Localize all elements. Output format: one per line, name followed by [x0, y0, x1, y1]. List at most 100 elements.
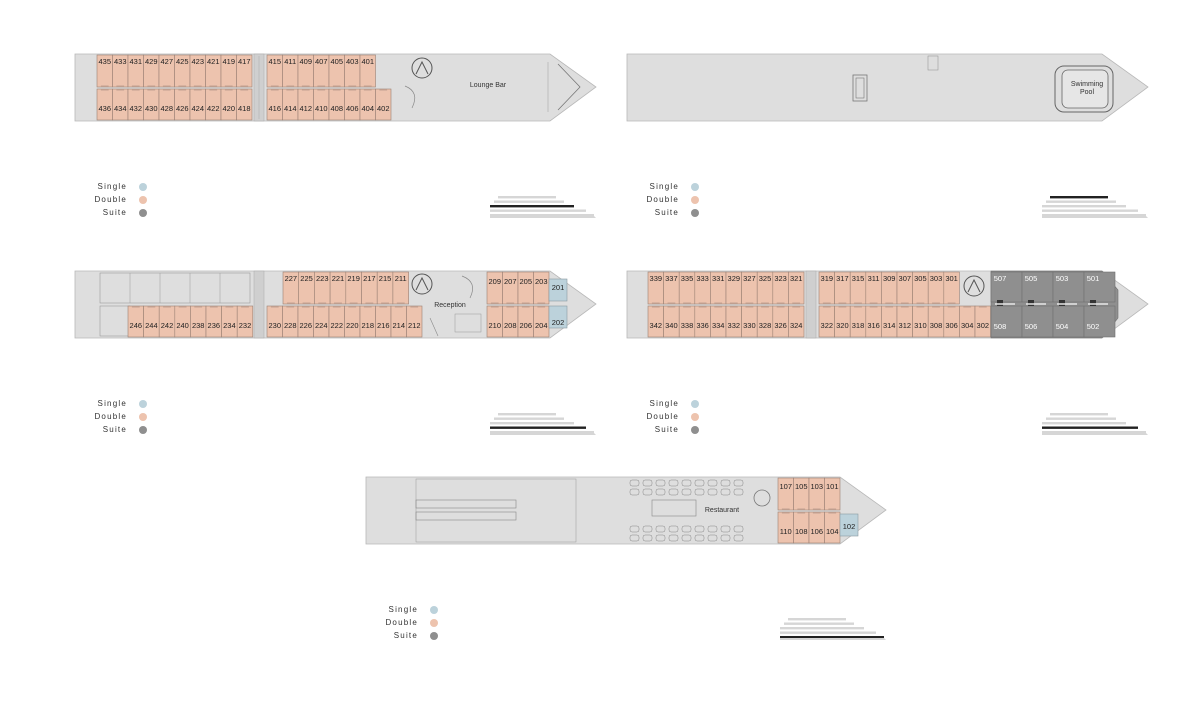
- cabin-407[interactable]: 407: [313, 54, 330, 88]
- cabin-432[interactable]: 432: [127, 88, 144, 121]
- cabin-342[interactable]: 342: [647, 305, 664, 338]
- cabin-217[interactable]: 217: [361, 271, 378, 305]
- cabin-310[interactable]: 310: [912, 305, 929, 338]
- cabin-221[interactable]: 221: [329, 271, 347, 305]
- cabin-312[interactable]: 312: [896, 305, 913, 338]
- cabin-219[interactable]: 219: [345, 271, 362, 305]
- cabin-331[interactable]: 331: [710, 271, 727, 305]
- cabin-426[interactable]: 426: [174, 88, 191, 121]
- cabin-430[interactable]: 430: [143, 88, 160, 121]
- cabin-328[interactable]: 328: [756, 305, 774, 338]
- suite-501[interactable]: 501: [1083, 271, 1116, 303]
- cabin-323[interactable]: 323: [772, 271, 789, 305]
- cabin-418[interactable]: 418: [236, 88, 253, 121]
- cabin-421[interactable]: 421: [205, 54, 222, 88]
- cabin-434[interactable]: 434: [112, 88, 129, 121]
- cabin-329[interactable]: 329: [725, 271, 742, 305]
- suite-502[interactable]: 502: [1083, 300, 1116, 338]
- cabin-224[interactable]: 224: [313, 305, 330, 338]
- cabin-319[interactable]: 319: [818, 271, 835, 305]
- cabin-215[interactable]: 215: [376, 271, 394, 305]
- cabin-216[interactable]: 216: [375, 305, 392, 338]
- cabin-325[interactable]: 325: [756, 271, 774, 305]
- cabin-333[interactable]: 333: [694, 271, 711, 305]
- cabin-324[interactable]: 324: [788, 305, 805, 338]
- cabin-308[interactable]: 308: [927, 305, 945, 338]
- cabin-427[interactable]: 427: [158, 54, 175, 88]
- cabin-223[interactable]: 223: [314, 271, 331, 305]
- cabin-242[interactable]: 242: [158, 305, 176, 338]
- cabin-108[interactable]: 108: [793, 511, 810, 544]
- cabin-238[interactable]: 238: [190, 305, 207, 338]
- cabin-301[interactable]: 301: [943, 271, 960, 305]
- cabin-316[interactable]: 316: [865, 305, 882, 338]
- cabin-232[interactable]: 232: [236, 305, 254, 338]
- cabin-433[interactable]: 433: [112, 54, 129, 88]
- cabin-102[interactable]: 102: [839, 513, 859, 537]
- cabin-225[interactable]: 225: [298, 271, 315, 305]
- cabin-309[interactable]: 309: [881, 271, 898, 305]
- cabin-321[interactable]: 321: [788, 271, 805, 305]
- cabin-307[interactable]: 307: [896, 271, 913, 305]
- suite-503[interactable]: 503: [1052, 271, 1085, 303]
- cabin-101[interactable]: 101: [824, 477, 841, 511]
- cabin-414[interactable]: 414: [282, 88, 299, 121]
- cabin-318[interactable]: 318: [849, 305, 867, 338]
- cabin-409[interactable]: 409: [297, 54, 314, 88]
- cabin-206[interactable]: 206: [517, 305, 534, 338]
- cabin-404[interactable]: 404: [359, 88, 376, 121]
- cabin-339[interactable]: 339: [647, 271, 664, 305]
- cabin-332[interactable]: 332: [725, 305, 742, 338]
- cabin-317[interactable]: 317: [834, 271, 851, 305]
- cabin-305[interactable]: 305: [912, 271, 929, 305]
- cabin-227[interactable]: 227: [282, 271, 299, 305]
- cabin-226[interactable]: 226: [297, 305, 314, 338]
- cabin-204[interactable]: 204: [533, 305, 550, 338]
- cabin-408[interactable]: 408: [328, 88, 345, 121]
- cabin-311[interactable]: 311: [865, 271, 882, 305]
- cabin-210[interactable]: 210: [486, 305, 503, 338]
- suite-507[interactable]: 507: [990, 271, 1023, 303]
- cabin-327[interactable]: 327: [741, 271, 758, 305]
- cabin-105[interactable]: 105: [793, 477, 810, 511]
- cabin-306[interactable]: 306: [943, 305, 960, 338]
- cabin-304[interactable]: 304: [959, 305, 976, 338]
- cabin-211[interactable]: 211: [392, 271, 409, 305]
- cabin-403[interactable]: 403: [344, 54, 361, 88]
- cabin-209[interactable]: 209: [486, 271, 503, 305]
- cabin-338[interactable]: 338: [678, 305, 696, 338]
- suite-506[interactable]: 506: [1021, 300, 1054, 338]
- cabin-207[interactable]: 207: [502, 271, 519, 305]
- cabin-423[interactable]: 423: [189, 54, 206, 88]
- cabin-415[interactable]: 415: [266, 54, 283, 88]
- cabin-302[interactable]: 302: [974, 305, 991, 338]
- cabin-425[interactable]: 425: [174, 54, 191, 88]
- cabin-412[interactable]: 412: [297, 88, 314, 121]
- cabin-202[interactable]: 202: [548, 305, 568, 329]
- suite-505[interactable]: 505: [1021, 271, 1054, 303]
- cabin-330[interactable]: 330: [741, 305, 758, 338]
- cabin-214[interactable]: 214: [390, 305, 407, 338]
- cabin-337[interactable]: 337: [663, 271, 680, 305]
- cabin-422[interactable]: 422: [205, 88, 222, 121]
- cabin-228[interactable]: 228: [282, 305, 299, 338]
- suite-508[interactable]: 508: [990, 300, 1023, 338]
- cabin-303[interactable]: 303: [927, 271, 945, 305]
- cabin-208[interactable]: 208: [502, 305, 519, 338]
- cabin-104[interactable]: 104: [824, 511, 841, 544]
- cabin-419[interactable]: 419: [220, 54, 237, 88]
- cabin-429[interactable]: 429: [143, 54, 160, 88]
- cabin-424[interactable]: 424: [189, 88, 206, 121]
- cabin-402[interactable]: 402: [375, 88, 392, 121]
- cabin-406[interactable]: 406: [344, 88, 361, 121]
- cabin-314[interactable]: 314: [881, 305, 898, 338]
- cabin-315[interactable]: 315: [849, 271, 867, 305]
- cabin-401[interactable]: 401: [359, 54, 376, 88]
- cabin-220[interactable]: 220: [344, 305, 361, 338]
- cabin-410[interactable]: 410: [313, 88, 330, 121]
- cabin-336[interactable]: 336: [694, 305, 711, 338]
- cabin-230[interactable]: 230: [266, 305, 283, 338]
- cabin-405[interactable]: 405: [328, 54, 345, 88]
- cabin-107[interactable]: 107: [777, 477, 794, 511]
- cabin-417[interactable]: 417: [236, 54, 253, 88]
